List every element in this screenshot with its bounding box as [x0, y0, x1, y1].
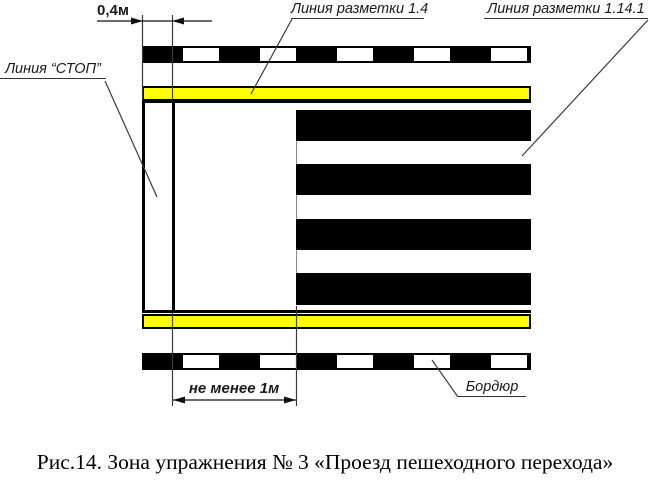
curb-dash-black: [375, 48, 412, 61]
curb-dash-white: [411, 48, 452, 61]
curb-dash-black: [452, 355, 489, 368]
curb-dash-black: [452, 48, 489, 61]
curb-dash-white: [257, 355, 298, 368]
zebra-stripe: [296, 219, 531, 250]
zebra-stripe: [296, 273, 531, 305]
curb-strip-top: [142, 46, 531, 63]
crosswalk-marking: [296, 110, 531, 305]
curb-dash-white: [488, 48, 529, 61]
curb-dash-black: [298, 355, 335, 368]
curb-dash-black: [221, 355, 258, 368]
curb-dash-black: [144, 355, 181, 368]
leader-line-marking-1-14-1: [521, 19, 649, 157]
arrowhead: [173, 396, 185, 404]
dimension-label-04m: 0,4м: [97, 2, 129, 19]
curb-dash-white: [180, 355, 221, 368]
label-marking-1-4: Линия разметки 1.4: [291, 1, 429, 19]
label-curb: Бордюр: [458, 379, 526, 397]
curb-dash-black: [375, 355, 412, 368]
curb-strip-bottom: [142, 353, 531, 370]
stop-line: [172, 101, 175, 313]
yellow-marking-line-top: [142, 86, 531, 101]
label-marking-1-14-1: Линия разметки 1.14.1: [484, 1, 648, 19]
curb-dash-black: [221, 48, 258, 61]
curb-dash-black: [298, 48, 335, 61]
curb-dash-white: [411, 355, 452, 368]
arrowhead: [172, 17, 184, 25]
zebra-stripe: [296, 110, 531, 141]
figure-caption: Рис.14. Зона упражнения № 3 «Проезд пеше…: [36, 450, 614, 474]
curb-dash-white: [334, 355, 375, 368]
curb-dash-white: [334, 48, 375, 61]
zebra-stripe: [296, 164, 531, 195]
crosswalk-left-edge: [296, 110, 297, 305]
curb-dash-black: [144, 48, 181, 61]
label-stop-line: Линия “СТОП”: [0, 61, 106, 79]
dimension-label-1m: не менее 1м: [188, 380, 280, 397]
arrowhead: [284, 396, 296, 404]
curb-dash-white: [257, 48, 298, 61]
yellow-marking-line-bottom: [142, 314, 531, 329]
curb-dash-white: [180, 48, 221, 61]
curb-dash-white: [488, 355, 529, 368]
